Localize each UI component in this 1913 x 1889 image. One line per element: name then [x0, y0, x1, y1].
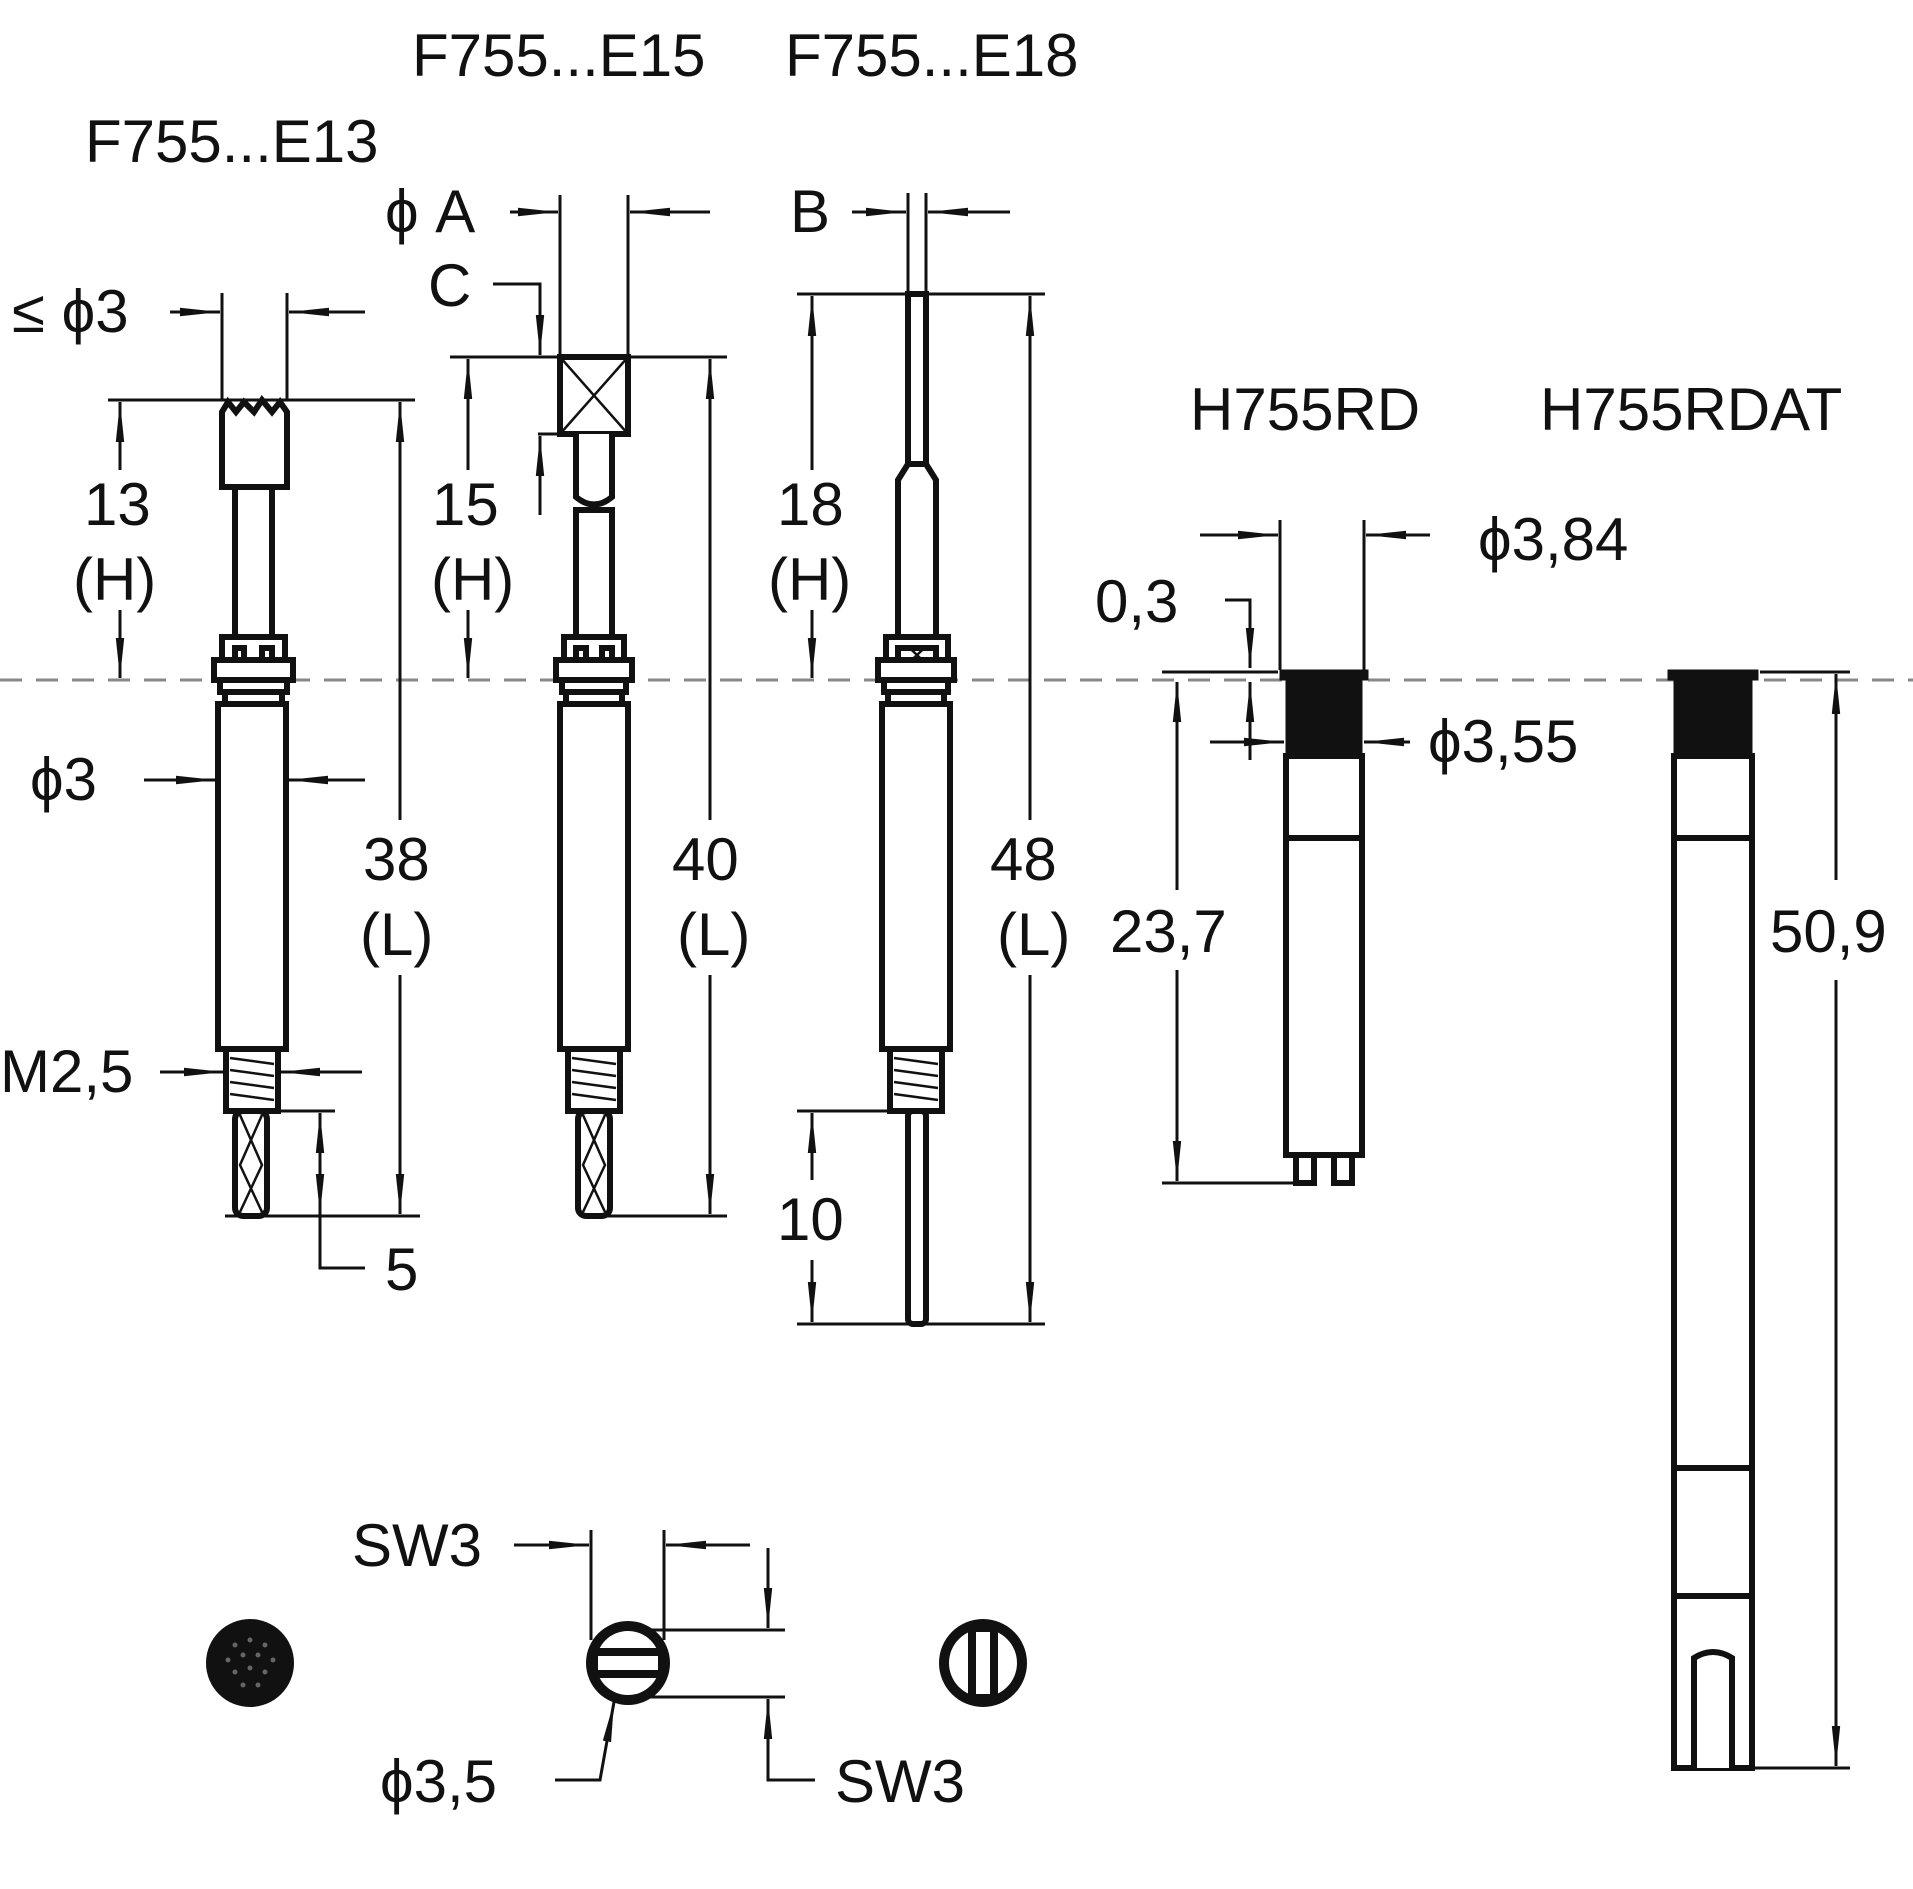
- dim-sw3-top: SW3: [352, 1512, 482, 1579]
- tip-view-hex-cross: [939, 1619, 1027, 1707]
- dim-5: 5: [385, 1236, 418, 1303]
- dim-phi3: ϕ3: [30, 746, 97, 813]
- dim-40-l: (L): [677, 901, 750, 968]
- dim-15-h: (H): [431, 546, 514, 613]
- receptacle-h755rdat: [1667, 669, 1759, 1771]
- title-e18: F755...E18: [785, 22, 1079, 89]
- dim-18-h: (H): [768, 546, 851, 613]
- dim-phi355: ϕ3,55: [1428, 708, 1578, 775]
- title-h755rdat: H755RDAT: [1540, 376, 1842, 443]
- dim-03: 0,3: [1095, 568, 1178, 635]
- dim-48: 48: [990, 826, 1057, 893]
- dim-C: C: [428, 252, 471, 319]
- dim-sw3-bottom: SW3: [835, 1748, 965, 1815]
- dim-le-phi3: ≤ ϕ3: [12, 278, 129, 345]
- probe-e18: [875, 291, 957, 1327]
- dim-phiA: ϕ A: [385, 178, 475, 245]
- title-e13: F755...E13: [85, 108, 379, 175]
- dim-phi384: ϕ3,84: [1478, 506, 1628, 573]
- dim-509: 50,9: [1770, 898, 1887, 965]
- dim-m25: M2,5: [0, 1038, 133, 1105]
- dimension-lines: [108, 193, 1850, 1782]
- probe-e13: [211, 394, 296, 1219]
- dim-10: 10: [777, 1186, 844, 1253]
- dim-phi35: ϕ3,5: [380, 1748, 497, 1815]
- dim-18: 18: [777, 471, 844, 538]
- dim-15: 15: [432, 471, 499, 538]
- dim-13: 13: [84, 471, 151, 538]
- dim-13-h: (H): [73, 546, 156, 613]
- dim-38: 38: [363, 826, 430, 893]
- tip-view-hex-slot: [586, 1621, 670, 1705]
- dim-237: 23,7: [1110, 898, 1227, 965]
- probe-e15: [553, 354, 635, 1219]
- tip-view-crown: [206, 1619, 294, 1707]
- dim-38-l: (L): [360, 901, 433, 968]
- dim-B: B: [790, 178, 830, 245]
- receptacle-h755rd: [1279, 669, 1369, 1186]
- dim-40: 40: [672, 826, 739, 893]
- title-e15: F755...E15: [412, 22, 706, 89]
- title-h755rd: H755RD: [1190, 376, 1420, 443]
- dim-48-l: (L): [997, 901, 1070, 968]
- dimension-labels: ≤ ϕ3 13 (H) ϕ3 38 (L) M2,5 5 ϕ A C 15 (H…: [0, 178, 1887, 1815]
